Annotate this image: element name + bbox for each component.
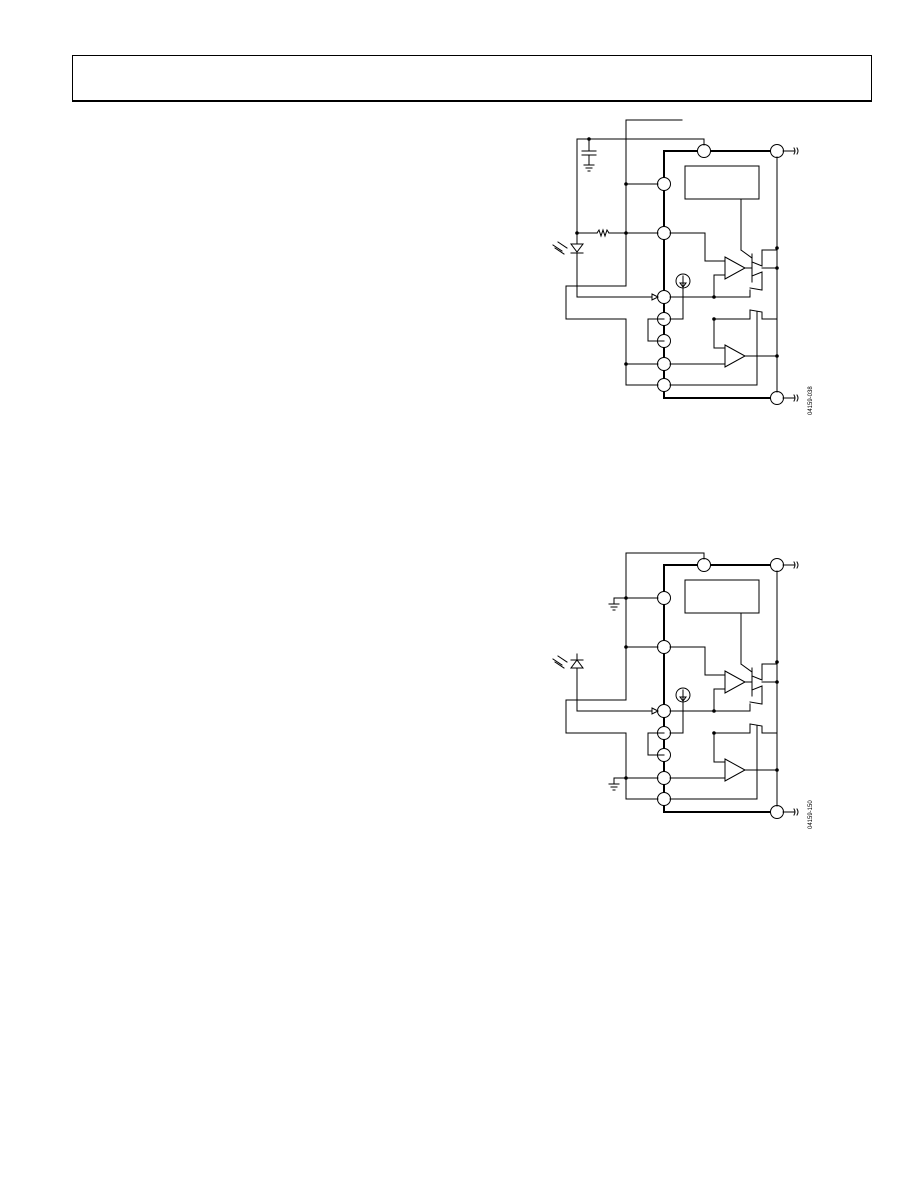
- ic-body-outline: [663, 150, 778, 399]
- figure-2-code: 04159-150: [808, 800, 814, 829]
- internal-block: [684, 165, 760, 200]
- page-header-box: [72, 55, 872, 102]
- ic-pins: [657, 144, 784, 405]
- figure-1-code: 04159-038: [808, 386, 814, 415]
- schematic-figure-2: 04159-150: [552, 552, 814, 829]
